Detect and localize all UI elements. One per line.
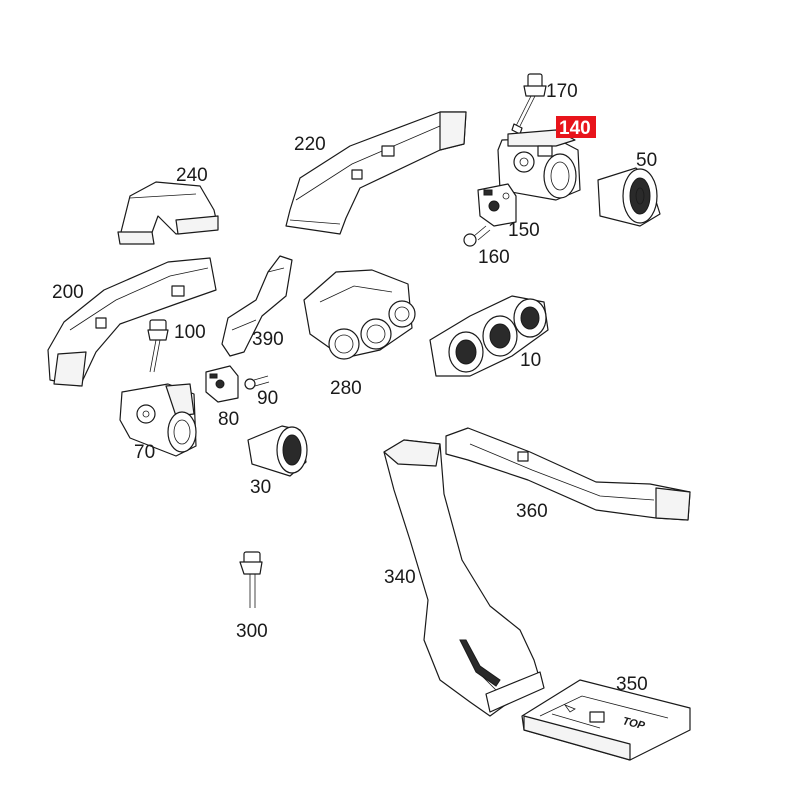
- label-30: 30: [250, 477, 271, 498]
- label-100: 100: [174, 322, 206, 343]
- label-160: 160: [478, 247, 510, 268]
- part-340-duct[interactable]: [383, 439, 545, 717]
- label-80: 80: [218, 409, 239, 430]
- label-90: 90: [257, 388, 278, 409]
- part-280-vent-panel[interactable]: [303, 269, 416, 360]
- label-140-highlight: [556, 116, 596, 138]
- part-50-vent[interactable]: [597, 167, 661, 227]
- part-170-sensor[interactable]: [511, 73, 547, 135]
- label-140: 140: [559, 118, 591, 139]
- label-280: 280: [330, 378, 362, 399]
- part-240-duct[interactable]: [117, 181, 219, 245]
- part-80-servo-motor[interactable]: [205, 365, 239, 403]
- label-50: 50: [636, 150, 657, 171]
- part-300-sensor[interactable]: [239, 551, 263, 608]
- label-150: 150: [508, 220, 540, 241]
- label-70: 70: [134, 442, 155, 463]
- label-340: 340: [384, 567, 416, 588]
- label-390: 390: [252, 329, 284, 350]
- label-240: 240: [176, 165, 208, 186]
- label-350: 350: [616, 674, 648, 695]
- part-100-sensor[interactable]: [147, 319, 169, 373]
- part-90-bolt[interactable]: [244, 375, 270, 390]
- part-150-servo-motor[interactable]: [477, 183, 517, 227]
- part-360-duct[interactable]: [445, 427, 691, 521]
- label-170: 170: [546, 81, 578, 102]
- part-140-actuator[interactable]: [497, 129, 581, 201]
- part-200-duct[interactable]: [47, 257, 217, 387]
- label-360: 360: [516, 501, 548, 522]
- part-350-plate[interactable]: TOP: [521, 679, 691, 761]
- part-30-vent[interactable]: [247, 425, 308, 477]
- embossed-top-text: TOP: [621, 715, 646, 732]
- part-220-duct[interactable]: [285, 111, 467, 235]
- label-300: 300: [236, 621, 268, 642]
- label-10: 10: [520, 350, 541, 371]
- part-160-bolt[interactable]: [463, 225, 491, 247]
- label-200: 200: [52, 282, 84, 303]
- label-220: 220: [294, 134, 326, 155]
- part-390-bracket[interactable]: [221, 255, 293, 357]
- part-10-vent-set[interactable]: [429, 295, 549, 377]
- part-70-housing[interactable]: [119, 383, 197, 457]
